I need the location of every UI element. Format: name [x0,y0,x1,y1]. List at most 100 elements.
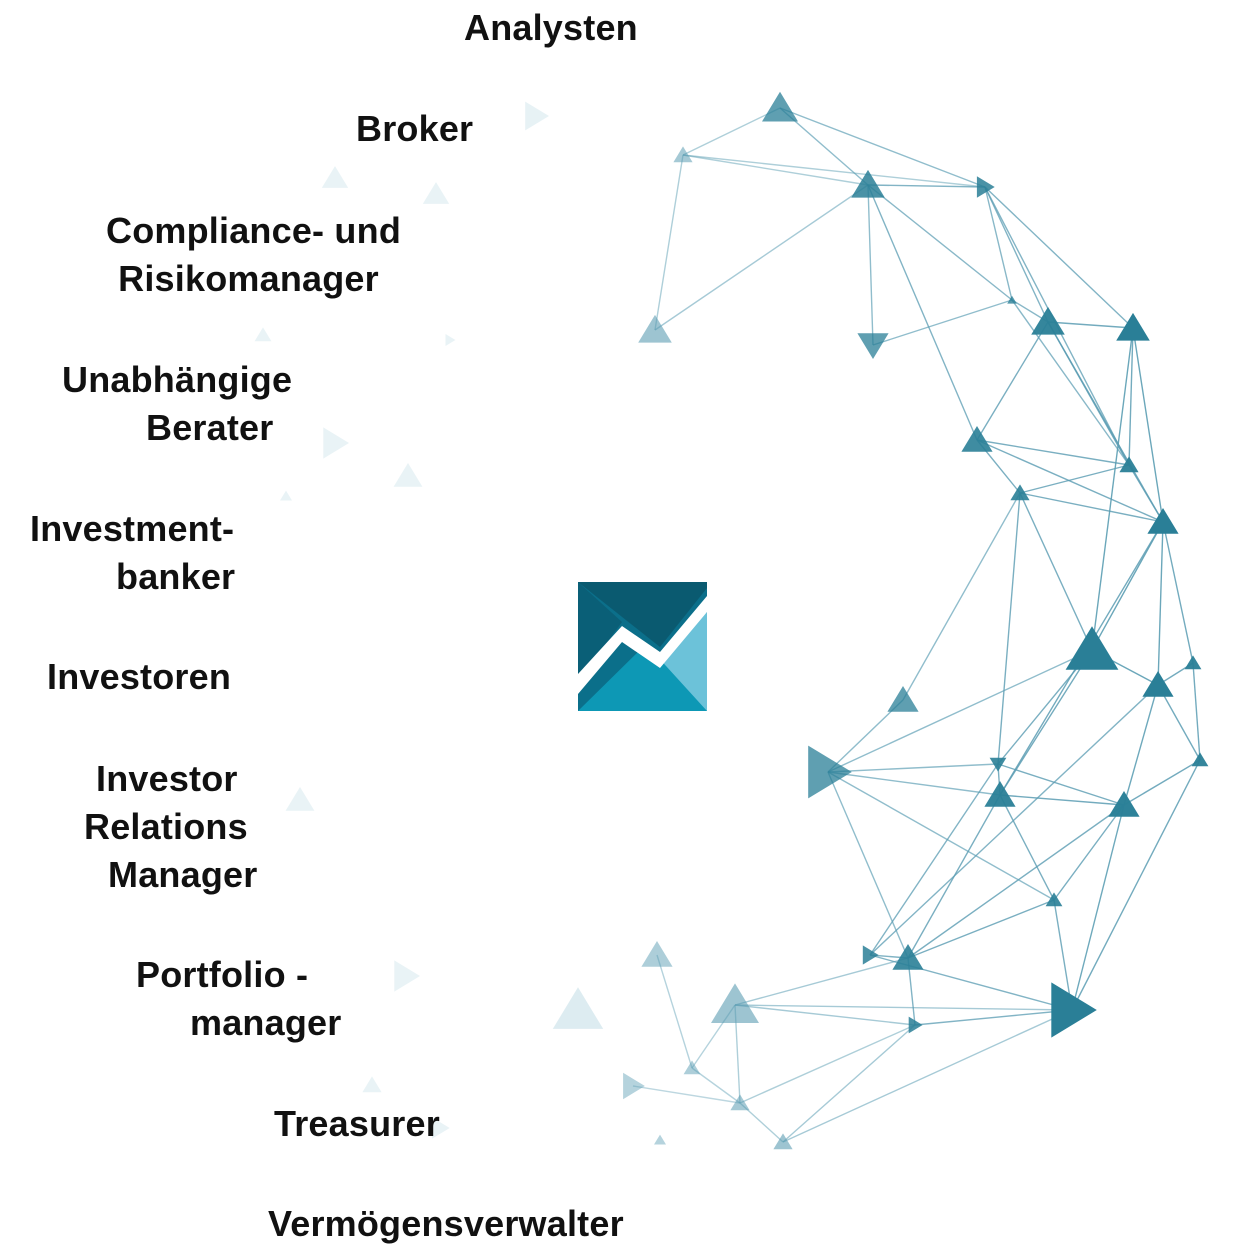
network-edge [867,184,874,346]
triangle-node [1065,626,1119,670]
triangle-node [984,781,1016,807]
network-edge [682,154,869,186]
network-edge [976,439,1130,466]
network-edge [827,771,1001,796]
network-edge [779,107,986,188]
triangle-node [773,1133,793,1150]
network-edge [654,184,869,331]
triangle-node [552,987,604,1029]
network-edge [1019,464,1130,494]
network-edge [872,299,1013,346]
company-logo [578,582,707,711]
triangle-node [393,463,423,487]
label-investor-relations-manager: Investor Relations Manager [84,755,257,899]
triangle-node [1031,306,1065,335]
network-edge [997,763,1125,806]
label-unabhaengige-line2: Berater [146,407,274,448]
triangle-node [394,960,420,992]
label-investoren-line: Investoren [47,656,232,697]
label-portfoliomanager: Portfolio - manager [136,951,341,1047]
network-edge [1192,662,1201,761]
triangle-node [673,146,693,163]
network-edge [782,1024,916,1143]
network-edge [682,107,781,156]
label-investmentbanker: Investment- banker [30,505,235,601]
triangle-node [857,333,889,359]
triangle-node [730,1094,750,1111]
label-treasurer-line: Treasurer [274,1103,440,1144]
triangle-node [254,327,272,342]
triangle-node [1184,655,1202,670]
triangle-node [1147,508,1179,534]
triangle-node [1108,791,1140,817]
network-edge [1071,804,1125,1011]
triangle-node [1010,484,1030,501]
logo-white-stroke [578,596,707,694]
triangle-node [961,426,993,452]
network-edge [827,771,1055,901]
triangle-node [851,169,885,198]
network-edge [827,771,909,959]
label-portfolio-line1: Portfolio - [136,954,309,995]
label-ir-line3: Manager [108,854,258,895]
triangle-node [892,944,924,970]
network-edge [997,492,1021,765]
network-edge [1011,299,1130,466]
network-edge [1123,759,1201,806]
triangle-node [1045,892,1063,907]
triangle-node [280,490,292,501]
network-edge [654,154,684,331]
triangle-node [989,757,1007,772]
label-vermoegen-line: Vermögensverwalter [268,1203,624,1244]
network-edge [976,439,1164,523]
logo-left-dark [578,582,622,682]
logo-top-triangle [578,582,707,647]
label-treasurer: Treasurer [274,1100,440,1148]
label-analysten-line: Analysten [464,7,638,48]
network-edge [867,184,978,441]
label-unabhaengige-berater: Unabhängige Berater [62,356,292,452]
triangle-node [1142,671,1174,697]
label-analysten: Analysten [464,4,638,52]
network-edge [984,186,1134,329]
label-compliance: Compliance- und Risikomanager [96,207,401,303]
network-edge [682,154,986,188]
network-edge [827,649,1093,773]
network-edge [1019,492,1164,523]
network-edge [782,1009,1073,1143]
network-edge [656,954,693,1069]
label-investment-line1: Investment- [30,508,235,549]
network-edge [1053,804,1125,901]
triangle-node [887,686,919,712]
network-edge [1091,327,1134,651]
triangle-node [976,176,995,198]
triangle-node [623,1072,645,1100]
network-edge [1132,327,1164,523]
network-edge [1053,899,1073,1011]
triangle-node [285,787,315,811]
network-edge [984,186,1049,323]
label-broker: Broker [356,105,473,153]
triangle-node [525,101,549,131]
network-edge [869,684,1159,956]
network-edge [867,184,986,188]
network-edge [739,1024,916,1104]
network-edge [976,321,1049,441]
network-edge [984,186,1013,301]
triangle-node [683,1060,701,1075]
triangle-node [862,945,879,965]
network-edge [1071,759,1201,1011]
triangle-node [1191,752,1209,767]
network-edge [734,1004,916,1026]
network-edge [907,899,1055,959]
label-ir-line1: Investor [96,758,238,799]
label-investment-line2: banker [116,556,236,597]
network-edge [999,794,1125,806]
network-edge [734,957,909,1006]
network-edge [734,1004,1073,1011]
network-edge [869,763,999,956]
label-compliance-line2: Risikomanager [118,258,379,299]
network-edge [1162,521,1194,664]
network-edge [1019,492,1093,651]
